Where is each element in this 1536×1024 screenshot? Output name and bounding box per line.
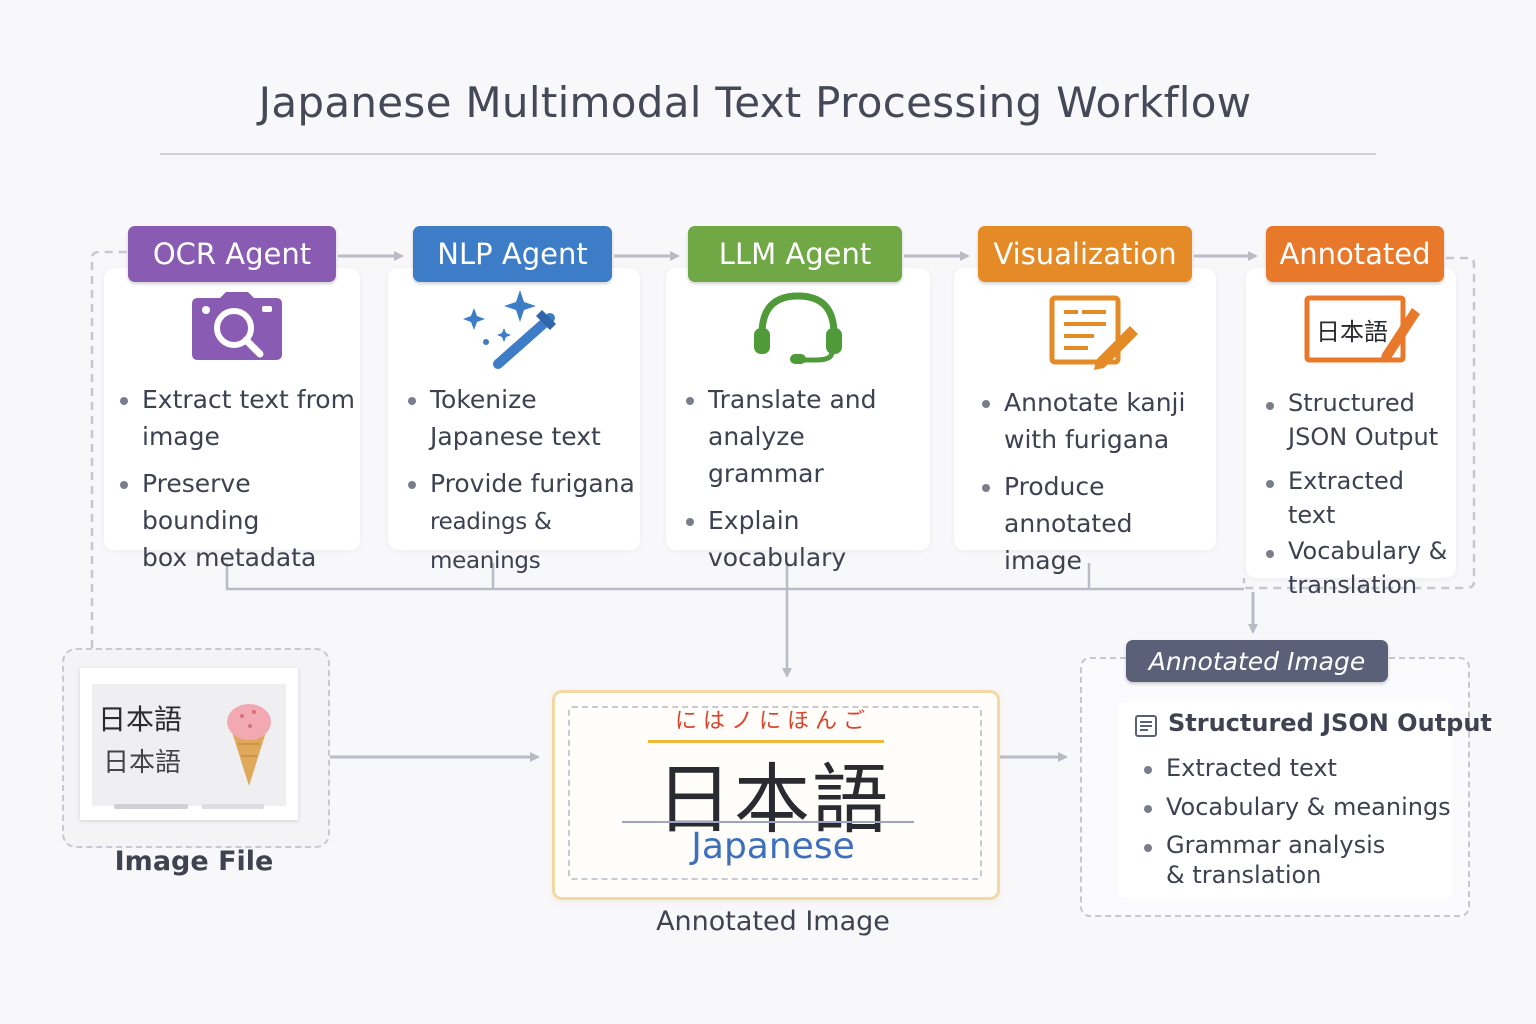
output-bullets: Extracted text Vocabulary & meanings Gra… [1144, 752, 1451, 897]
kanji-underline [622, 821, 914, 823]
furigana-underline [648, 740, 884, 743]
headset-icon [754, 292, 842, 364]
camera-search-icon [192, 292, 282, 360]
bullet-extracted-text: Extracted text [1266, 464, 1456, 532]
output-card [1118, 702, 1452, 898]
thumbnail-caption-bar-2 [202, 804, 264, 809]
diagram-title: Japanese Multimodal Text Processing Work… [258, 78, 1252, 127]
image-file-label: Image File [114, 846, 274, 877]
output-tag: Annotated Image [1126, 640, 1388, 682]
output-heading: Structured JSON Output [1168, 709, 1492, 737]
kanji-card-icon: 日本語 [1304, 295, 1420, 363]
english-translation: Japanese [691, 826, 855, 867]
title-divider [160, 153, 1376, 155]
collector-bracket [225, 563, 1244, 591]
stage-tag-nlp: NLP Agent [413, 226, 612, 282]
stage-tag-annotated: Annotated [1266, 226, 1444, 282]
output-bullet-vocabulary: Vocabulary & meanings [1144, 791, 1451, 823]
thumbnail-kanji-line-2: 日本語 [103, 748, 182, 778]
magic-wand-icon [463, 290, 556, 369]
stage-tag-visualization: Visualization [978, 226, 1192, 282]
stage-tag-llm: LLM Agent [688, 226, 902, 282]
ice-cream-icon [227, 704, 271, 786]
bullet-vocab-translation: Vocabulary &translation [1266, 534, 1456, 602]
annotated-image-inner-frame [568, 706, 982, 880]
outer-dashed-loop [90, 250, 128, 648]
stage-card-llm [666, 268, 930, 550]
json-document-icon [1135, 715, 1157, 737]
thumbnail-kanji-line-1: 日本語 [98, 703, 183, 736]
stage-tag-ocr: OCR Agent [128, 226, 336, 282]
stage-card-nlp [388, 268, 640, 550]
annotated-kanji: 日本語 [656, 755, 890, 844]
furigana-reading: にはノにほんご [674, 709, 871, 734]
kanji-card-text: 日本語 [1316, 318, 1388, 346]
output-bullet-extracted-text: Extracted text [1144, 752, 1451, 784]
annotated-image-panel [552, 690, 1000, 900]
output-bullet-grammar: Grammar analysis& translation [1144, 830, 1451, 890]
annotated-image-label: Annotated Image [656, 906, 890, 937]
document-pencil-icon [1049, 295, 1138, 370]
thumbnail-caption-bar [114, 804, 188, 809]
